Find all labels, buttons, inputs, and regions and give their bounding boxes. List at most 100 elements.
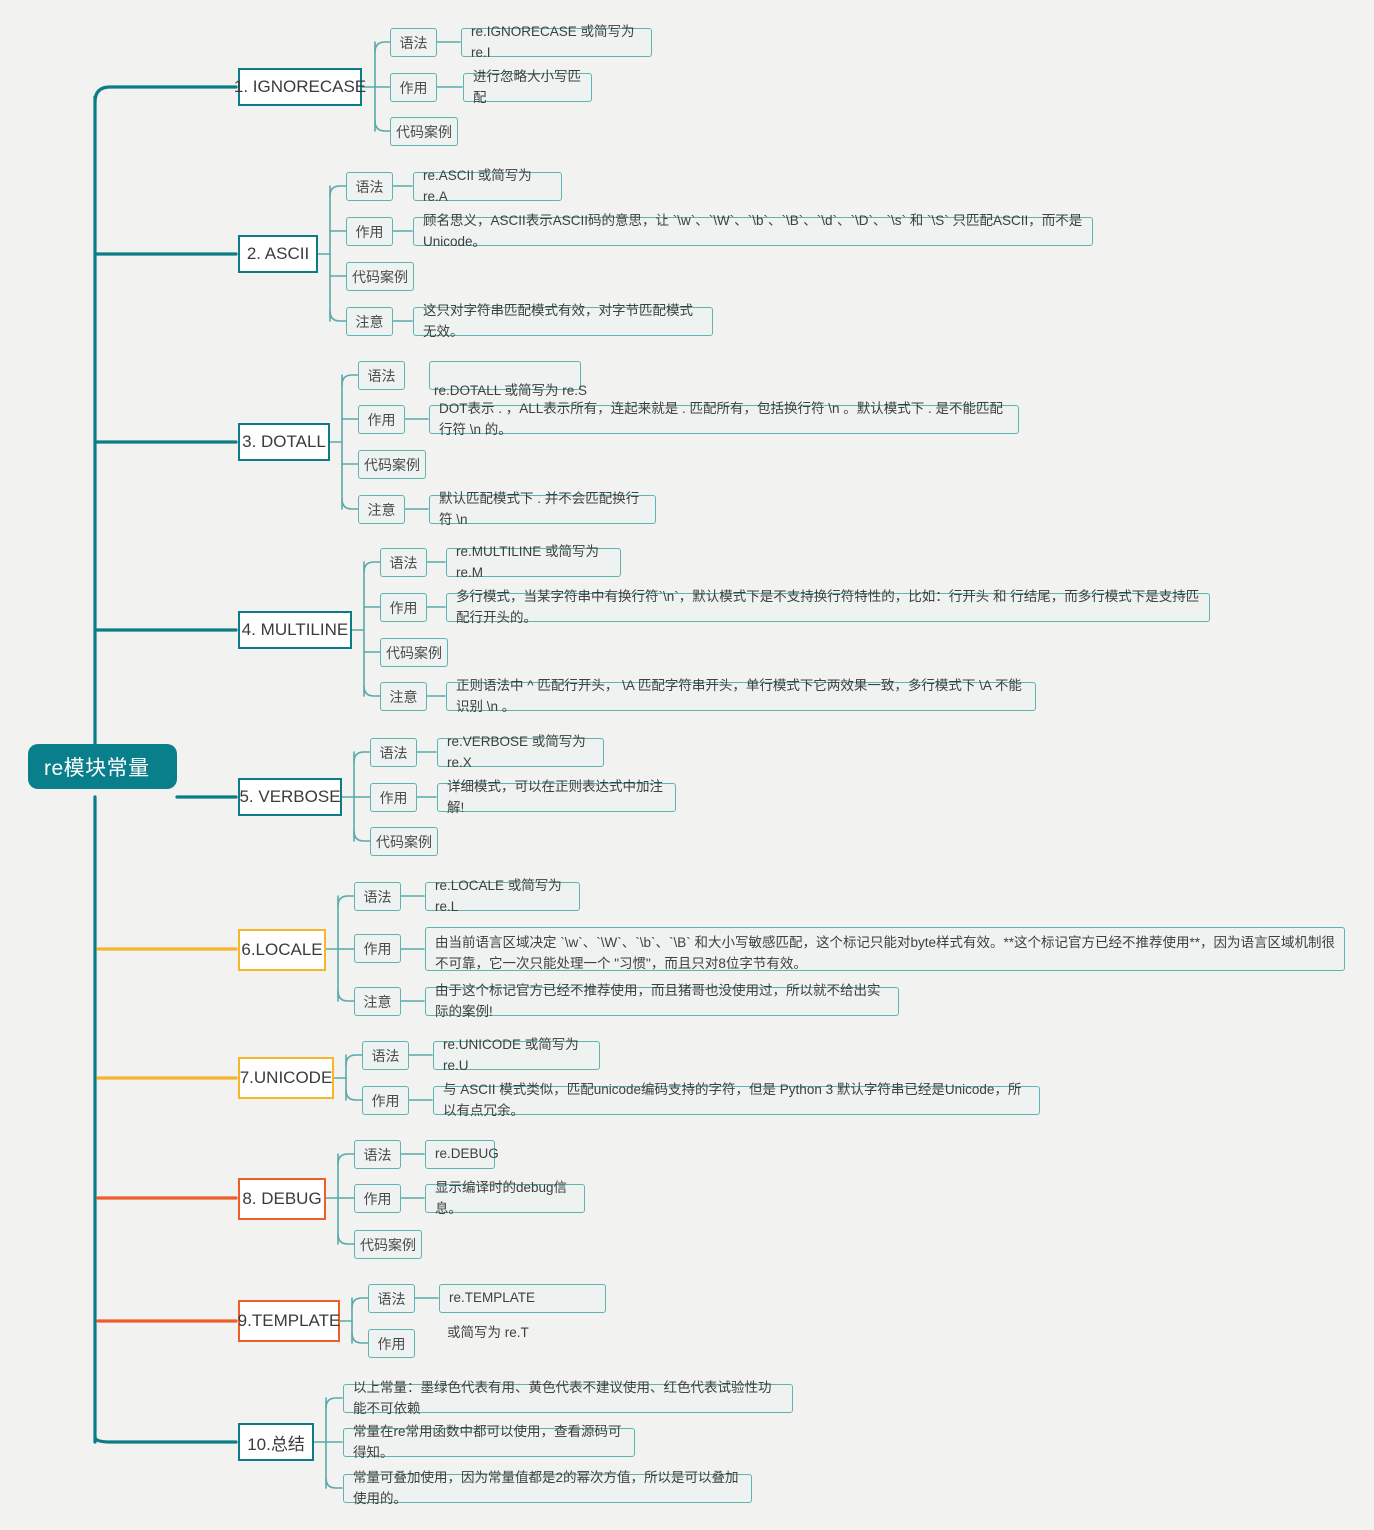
topic-title: 2. ASCII [246, 244, 310, 263]
content-locale-notice[interactable]: 由于这个标记官方已经不推荐使用，而且猪哥也没使用过，所以就不给出实际的案例! [425, 983, 899, 1019]
label-verbose-code-case[interactable]: 代码案例 [370, 827, 438, 856]
label-ignorecase-effect[interactable]: 作用 [390, 73, 437, 102]
label-ascii-code-case[interactable]: 代码案例 [346, 262, 414, 291]
content-text: 由于这个标记官方已经不推荐使用，而且猪哥也没使用过，所以就不给出实际的案例! [435, 982, 881, 1019]
label-debug-syntax[interactable]: 语法 [354, 1140, 401, 1169]
label-text: 作用 [377, 1335, 406, 1352]
content-text: re.UNICODE 或简写为 re.U [443, 1036, 579, 1073]
content-unicode-effect[interactable]: 与 ASCII 模式类似，匹配unicode编码支持的字符，但是 Python … [433, 1082, 1040, 1118]
content-text: 显示编译时的debug信息。 [435, 1179, 568, 1216]
label-unicode-effect[interactable]: 作用 [362, 1086, 409, 1115]
content-text: re.IGNORECASE 或简写为 re.I [471, 23, 635, 60]
label-text: 作用 [355, 223, 384, 240]
content-template-syntax[interactable]: re.TEMPLATE [439, 1284, 606, 1313]
content-ascii-syntax[interactable]: re.ASCII 或简写为 re.A [413, 168, 562, 204]
topic-title: 6.LOCALE [241, 940, 323, 959]
content-text: re.LOCALE 或简写为 re.L [435, 877, 562, 914]
root-node[interactable]: re模块常量 [28, 744, 177, 789]
label-verbose-syntax[interactable]: 语法 [370, 738, 417, 767]
topic-ignorecase[interactable]: 1. IGNORECASE [234, 68, 366, 106]
content-summary-note-2[interactable]: 常量在re常用函数中都可以使用，查看源码可得知。 [343, 1424, 635, 1460]
label-dotall-effect[interactable]: 作用 [358, 405, 405, 434]
label-dotall-code-case[interactable]: 代码案例 [358, 450, 426, 479]
label-locale-syntax[interactable]: 语法 [354, 882, 401, 911]
label-ascii-notice[interactable]: 注意 [346, 307, 393, 336]
content-debug-syntax[interactable]: re.DEBUG [425, 1140, 499, 1169]
label-template-effect[interactable]: 作用 [368, 1329, 415, 1358]
content-summary-note-3[interactable]: 常量可叠加使用，因为常量值都是2的幂次方值，所以是可以叠加使用的。 [343, 1470, 752, 1506]
label-text: 代码案例 [376, 833, 432, 850]
label-text: 注意 [363, 993, 392, 1010]
label-dotall-notice[interactable]: 注意 [358, 495, 405, 524]
content-dotall-effect[interactable]: DOT表示 . ，ALL表示所有，连起来就是 . 匹配所有，包括换行符 \n 。… [429, 401, 1019, 437]
content-ignorecase-effect[interactable]: 进行忽略大小写匹配 [463, 69, 592, 105]
label-text: 作用 [363, 940, 392, 957]
topic-multiline[interactable]: 4. MULTILINE [238, 611, 352, 649]
content-dotall-syntax-overflow: re.DOTALL 或简写为 re.S [434, 383, 588, 398]
content-ignorecase-syntax[interactable]: re.IGNORECASE 或简写为 re.I [461, 24, 652, 60]
topic-ascii[interactable]: 2. ASCII [238, 235, 318, 273]
topic-locale[interactable]: 6.LOCALE [238, 929, 326, 971]
content-verbose-effect[interactable]: 详细模式，可以在正则表达式中加注解! [437, 779, 676, 815]
content-text: 详细模式，可以在正则表达式中加注解! [447, 778, 663, 815]
content-summary-note-1[interactable]: 以上常量：墨绿色代表有用、黄色代表不建议使用、红色代表试验性功能不可依赖 [343, 1380, 793, 1416]
content-text: 多行模式，当某字符串中有换行符`\n`，默认模式下是不支持换行符特性的，比如：行… [456, 588, 1200, 625]
content-text: 与 ASCII 模式类似，匹配unicode编码支持的字符，但是 Python … [443, 1081, 1022, 1118]
label-locale-notice[interactable]: 注意 [354, 987, 401, 1016]
label-text: 作用 [389, 599, 418, 616]
content-multiline-notice[interactable]: 正则语法中 ^ 匹配行开头， \A 匹配字符串开头，单行模式下它两效果一致，多行… [446, 678, 1036, 714]
label-unicode-syntax[interactable]: 语法 [362, 1041, 409, 1070]
label-debug-effect[interactable]: 作用 [354, 1184, 401, 1213]
content-debug-effect[interactable]: 显示编译时的debug信息。 [425, 1180, 585, 1216]
topic-title: 8. DEBUG [242, 1189, 322, 1208]
topic-dotall[interactable]: 3. DOTALL [238, 423, 330, 461]
label-multiline-notice[interactable]: 注意 [380, 682, 427, 711]
content-text: 正则语法中 ^ 匹配行开头， \A 匹配字符串开头，单行模式下它两效果一致，多行… [456, 677, 1022, 714]
topic-verbose[interactable]: 5. VERBOSE [238, 778, 342, 816]
label-text: 注意 [367, 501, 396, 518]
content-dotall-notice[interactable]: 默认匹配模式下 . 并不会匹配换行符 \n [429, 491, 656, 527]
label-template-syntax[interactable]: 语法 [368, 1284, 415, 1313]
content-verbose-syntax[interactable]: re.VERBOSE 或简写为 re.X [437, 734, 604, 770]
content-locale-effect[interactable]: 由当前语言区域决定 `\w`、`\W`、`\b`、`\B` 和大小写敏感匹配，这… [425, 927, 1345, 971]
topic-template[interactable]: 9.TEMPLATE [238, 1300, 340, 1342]
content-text: 默认匹配模式下 . 并不会匹配换行符 \n [439, 490, 640, 527]
topic-debug[interactable]: 8. DEBUG [238, 1178, 326, 1220]
content-multiline-syntax[interactable]: re.MULTILINE 或简写为 re.M [446, 544, 621, 580]
label-text: 语法 [377, 1290, 406, 1307]
label-dotall-syntax[interactable]: 语法 [358, 361, 405, 390]
label-text: 代码案例 [364, 456, 420, 473]
content-text: 顾名思义，ASCII表示ASCII码的意思，让 `\w`、`\W`、`\b`、`… [423, 212, 1083, 249]
topic-summary[interactable]: 10.总结 [238, 1423, 314, 1461]
label-multiline-effect[interactable]: 作用 [380, 593, 427, 622]
label-multiline-code-case[interactable]: 代码案例 [380, 638, 448, 667]
label-ascii-syntax[interactable]: 语法 [346, 172, 393, 201]
content-ascii-effect[interactable]: 顾名思义，ASCII表示ASCII码的意思，让 `\w`、`\W`、`\b`、`… [413, 213, 1093, 249]
topic-title: 3. DOTALL [242, 432, 326, 451]
label-text: 作用 [363, 1190, 392, 1207]
label-debug-code-case[interactable]: 代码案例 [354, 1230, 422, 1259]
content-locale-syntax[interactable]: re.LOCALE 或简写为 re.L [425, 878, 580, 914]
label-ignorecase-code-case[interactable]: 代码案例 [390, 117, 458, 146]
topic-title: 7.UNICODE [239, 1068, 333, 1087]
label-text: 注意 [355, 313, 384, 330]
topic-unicode[interactable]: 7.UNICODE [238, 1057, 334, 1099]
label-text: 作用 [399, 79, 428, 96]
label-text: 语法 [363, 888, 392, 905]
label-locale-effect[interactable]: 作用 [354, 934, 401, 963]
content-multiline-effect[interactable]: 多行模式，当某字符串中有换行符`\n`，默认模式下是不支持换行符特性的，比如：行… [446, 589, 1210, 625]
content-unicode-syntax[interactable]: re.UNICODE 或简写为 re.U [433, 1037, 600, 1073]
topic-title: 10.总结 [247, 1434, 305, 1454]
label-ignorecase-syntax[interactable]: 语法 [390, 28, 437, 57]
label-ascii-effect[interactable]: 作用 [346, 217, 393, 246]
content-ascii-notice[interactable]: 这只对字符串匹配模式有效，对字节匹配模式无效。 [413, 303, 713, 339]
content-dotall-syntax[interactable] [429, 361, 581, 390]
content-template-syntax-overflow: 或简写为 re.T [447, 1325, 529, 1340]
content-text: DOT表示 . ，ALL表示所有，连起来就是 . 匹配所有，包括换行符 \n 。… [439, 400, 1004, 437]
label-multiline-syntax[interactable]: 语法 [380, 548, 427, 577]
label-text: 语法 [389, 554, 418, 571]
content-text: re.ASCII 或简写为 re.A [423, 167, 532, 204]
label-verbose-effect[interactable]: 作用 [370, 783, 417, 812]
content-text: 由当前语言区域决定 `\w`、`\W`、`\b`、`\B` 和大小写敏感匹配，这… [435, 935, 1336, 971]
